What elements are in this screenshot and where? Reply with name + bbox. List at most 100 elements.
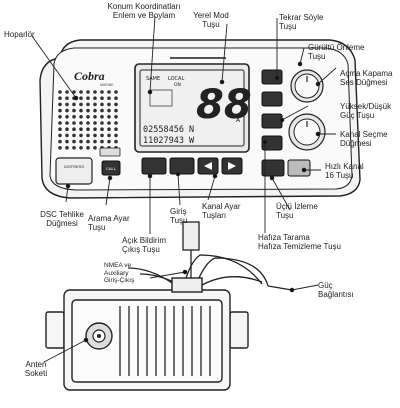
grill-hole [107, 139, 111, 144]
grill-hole [114, 102, 118, 107]
grill-hole [107, 108, 111, 113]
grill-hole [114, 96, 118, 100]
grill-hole [100, 96, 104, 100]
grill-hole [86, 108, 90, 113]
grill-hole [58, 133, 62, 138]
grill-hole [79, 127, 83, 131]
dsc-distress-button[interactable]: DISTRESS [55, 157, 93, 185]
lcd-longitude: 11027943 W [143, 136, 195, 146]
grill-hole [93, 146, 97, 150]
grill-hole [65, 90, 69, 94]
open-broadcast-button[interactable] [141, 157, 167, 175]
label-speaker: Hoparlör [4, 30, 35, 39]
grill-hole [93, 121, 97, 125]
grill-hole [58, 115, 62, 119]
grill-hole [65, 96, 69, 100]
grill-hole [65, 133, 69, 138]
brand-logo: Cobra [74, 69, 105, 83]
enter-button[interactable] [169, 157, 195, 175]
grill-hole [58, 121, 62, 125]
lcd-channel-digits: 88 [196, 82, 252, 128]
grill-hole [58, 96, 62, 100]
grill-hole [100, 90, 104, 94]
grill-hole [58, 108, 62, 113]
lcd-icon-box [149, 89, 173, 107]
grill-hole [79, 139, 83, 144]
grill-hole [100, 127, 104, 131]
grill-hole [107, 115, 111, 119]
volume-knob[interactable] [290, 69, 324, 103]
mem-scan-button[interactable] [261, 135, 283, 151]
grill-hole [65, 146, 69, 150]
ch16-button[interactable] [287, 159, 311, 177]
grill-hole [86, 96, 90, 100]
grill-hole [100, 121, 104, 125]
right-buttons [261, 69, 283, 151]
grill-hole [114, 133, 118, 138]
grill-hole [93, 115, 97, 119]
speaker-grill [58, 90, 118, 150]
grill-hole [72, 146, 76, 150]
grill-hole [72, 121, 76, 125]
grill-hole [86, 133, 90, 138]
lcd-tag-on: ON [174, 82, 181, 88]
grill-hole [58, 139, 62, 144]
channel-down-icon [204, 162, 212, 170]
grill-hole [93, 90, 97, 94]
dsc-button-text: DISTRESS [64, 164, 84, 169]
grill-hole [72, 133, 76, 138]
grill-hole [72, 115, 76, 119]
call-button[interactable]: CALL [101, 160, 121, 176]
grill-hole [86, 121, 90, 125]
grill-hole [114, 121, 118, 125]
lcd-small-indicator: A [236, 117, 241, 124]
brand-tag: MARINE [100, 83, 114, 87]
channel-select-knob[interactable] [288, 113, 326, 151]
grill-hole [58, 127, 62, 131]
grill-hole [107, 90, 111, 94]
grill-hole [65, 108, 69, 113]
grill-hole [100, 139, 104, 144]
grill-hole [72, 108, 76, 113]
channel-up-icon [228, 162, 236, 170]
grill-hole [107, 121, 111, 125]
high-low-power-button[interactable] [261, 113, 283, 129]
grill-hole [107, 96, 111, 100]
grill-hole [86, 115, 90, 119]
grill-hole [58, 90, 62, 94]
grill-hole [100, 133, 104, 138]
grill-hole [100, 108, 104, 113]
grill-hole [65, 102, 69, 107]
antenna-socket [85, 322, 113, 350]
grill-hole [79, 96, 83, 100]
grill-hole [93, 133, 97, 138]
grill-hole [100, 115, 104, 119]
grill-hole [72, 90, 76, 94]
grill-hole [93, 96, 97, 100]
local-mode-button[interactable] [261, 91, 283, 107]
call-indicator [99, 147, 121, 157]
grill-hole [93, 139, 97, 144]
grill-hole [79, 133, 83, 138]
grill-hole [79, 115, 83, 119]
lcd-tag-same: SAME [146, 76, 160, 82]
grill-hole [107, 133, 111, 138]
grill-hole [58, 146, 62, 150]
grill-hole [79, 102, 83, 107]
grill-hole [107, 102, 111, 107]
grill-hole [93, 102, 97, 107]
grill-hole [93, 127, 97, 131]
grill-hole [86, 127, 90, 131]
